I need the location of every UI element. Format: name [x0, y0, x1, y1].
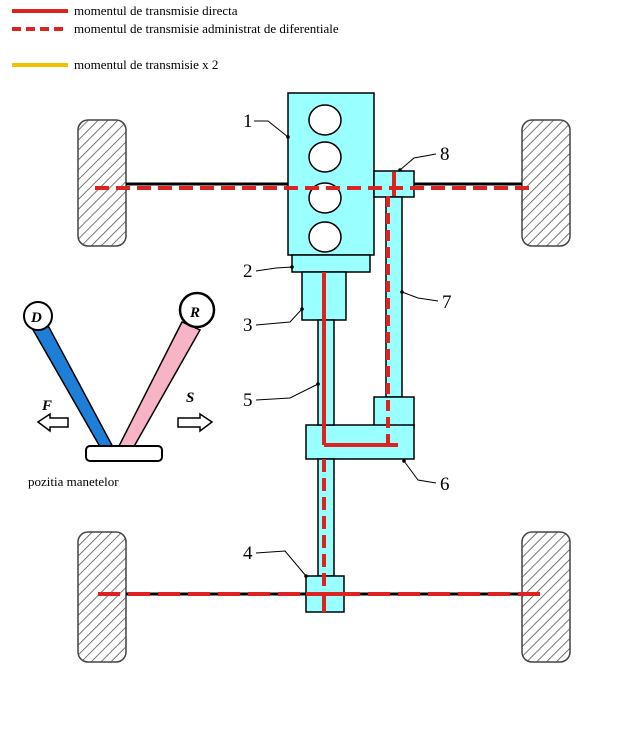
rear-left-wheel: [77, 531, 127, 663]
legend-item-direct: momentul de transmisie directa: [12, 3, 238, 18]
lever-d-knob: [23, 301, 53, 331]
legend: momentul de transmisie directa momentul …: [12, 3, 339, 72]
lever-base: [85, 445, 163, 462]
legend-label: momentul de transmisie administrat de di…: [74, 21, 339, 36]
engine-cylinder: [308, 104, 342, 136]
transfer-box-upper: [373, 396, 415, 428]
engine-cylinder: [308, 221, 342, 253]
legend-label: momentul de transmisie directa: [74, 3, 238, 18]
front-right-wheel: [521, 119, 571, 247]
callout-number: 3: [243, 315, 253, 336]
arrow-left-label: F: [41, 398, 52, 414]
legend-item-double: momentul de transmisie x 2: [12, 57, 218, 72]
legend-item-differential: momentul de transmisie administrat de di…: [12, 21, 339, 36]
lever-r: [116, 321, 202, 451]
arrow-left-icon: [36, 412, 69, 433]
callout-number: 7: [442, 292, 452, 313]
callout-2: 2: [243, 261, 294, 282]
lever-caption: pozitia manetelor: [28, 474, 119, 489]
front-left-wheel: [77, 119, 127, 247]
callout-number: 5: [243, 390, 253, 411]
lever-r-knob: [178, 291, 216, 329]
lever-d-label: D: [30, 310, 42, 326]
callout-number: 6: [440, 474, 450, 495]
callout-number: 2: [243, 261, 253, 282]
arrow-right-icon: [177, 412, 214, 433]
rear-right-wheel: [521, 531, 571, 663]
callout-number: 4: [243, 543, 253, 564]
callout-number: 8: [440, 144, 450, 165]
engine-cylinder: [308, 182, 342, 214]
callout-8: 8: [398, 144, 450, 172]
callout-4: 4: [243, 543, 308, 578]
callout-number: 1: [243, 111, 253, 132]
callout-1: 1: [243, 111, 290, 139]
callout-3: 3: [243, 307, 304, 336]
legend-label: momentul de transmisie x 2: [74, 57, 218, 72]
torque-path-differential: [95, 172, 548, 596]
arrow-right-label: S: [186, 390, 194, 406]
callout-5: 5: [243, 382, 320, 411]
clutch-housing: [291, 254, 371, 273]
engine-cylinder: [308, 141, 342, 173]
callout-6: 6: [402, 459, 450, 495]
lever-r-label: R: [189, 305, 200, 321]
lever-diagram: D R F S pozitia manetelor: [23, 291, 216, 489]
callout-7: 7: [400, 290, 452, 313]
lever-d: [31, 316, 116, 453]
